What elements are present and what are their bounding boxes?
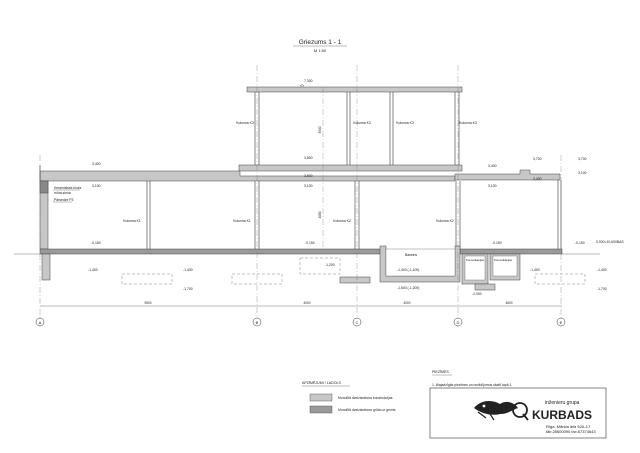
elev-floor-d: -0,150 bbox=[492, 241, 502, 245]
elev-found1: -1,400 bbox=[88, 268, 98, 272]
elev-roof-left-under: 3,100 bbox=[92, 184, 101, 188]
label-ceramic: Keramiskais bloks bbox=[54, 186, 82, 190]
company-address: Rīga, Mārsta iela 52A-17 bbox=[546, 424, 591, 429]
legend-label-2: Monolītā dzelzsbetona grīda uz grunts bbox=[338, 408, 396, 412]
legend-label-1: Monolītā dzelzsbetona konstrukcijas bbox=[338, 396, 393, 400]
label-k1-2: Kolonna K1 bbox=[233, 219, 251, 223]
axis-bubble-e bbox=[556, 317, 566, 327]
elev-found-e: -1,400 bbox=[597, 268, 607, 272]
elev-mid2: 3,500 bbox=[304, 174, 313, 178]
dim-ab: 9500 bbox=[144, 301, 151, 305]
company-phone: tālr.28600090 fax.67374643 bbox=[546, 429, 596, 434]
legend-swatch-2 bbox=[309, 405, 333, 414]
footing-k2 bbox=[339, 276, 371, 284]
label-k2-2: Kolonna K2 bbox=[436, 219, 454, 223]
label-k1-1: Kolonna K1 bbox=[123, 219, 141, 223]
axis-label-d: D bbox=[457, 320, 460, 325]
elev-found2: -1,400 bbox=[183, 268, 193, 272]
label-komunik-1: Komunikācijas bbox=[466, 258, 485, 262]
elev-right2: 3,100 bbox=[488, 184, 497, 188]
axis-bubble-a bbox=[35, 317, 45, 327]
label-k3-2: Kolonna K3 bbox=[353, 121, 371, 125]
elev-zero: 0,000=10,600BAS bbox=[596, 240, 624, 244]
legend-swatch-1 bbox=[309, 393, 333, 402]
notes-title: PIEZĪMES bbox=[432, 370, 449, 374]
kurbads-logo-icon bbox=[474, 400, 529, 421]
foundation-wall-left bbox=[41, 253, 51, 281]
elevation-marks: 7,300 3,400 3,100 3,800 3,500 3,100 3,40… bbox=[88, 79, 624, 296]
elev-far1: 3,700 bbox=[578, 157, 587, 161]
elev-right1: 3,400 bbox=[488, 164, 497, 168]
pool-footing bbox=[474, 283, 496, 291]
note-1: 1. Wajadzīgās piezīmes un norādījumus sk… bbox=[432, 383, 512, 387]
elev-right3: 3,700 bbox=[533, 157, 542, 161]
company-line1: inženieru grupa bbox=[545, 400, 580, 406]
elev-pool3: -2,000 bbox=[472, 292, 482, 296]
elev-floor-mid: -0,150 bbox=[305, 241, 315, 245]
drawing-title: Griezums 1 - 1 bbox=[299, 39, 342, 46]
elev-far2: 3,100 bbox=[578, 171, 587, 175]
label-lintel: Pārsedze P3 bbox=[54, 198, 74, 202]
dim-bc: 4000 bbox=[303, 301, 310, 305]
axis-label-a: A bbox=[39, 320, 42, 325]
elev-found-d: -1,400 bbox=[530, 268, 540, 272]
elev-floor-left: -0,150 bbox=[91, 241, 101, 245]
label-pool: Baseins bbox=[405, 253, 417, 257]
pool-basin bbox=[385, 248, 456, 277]
elev-right4: 3,400 bbox=[533, 177, 542, 181]
axis-grid: A B C D E bbox=[35, 65, 566, 327]
vertical-dim-1: 3900 bbox=[318, 126, 322, 133]
axis-label-b: B bbox=[256, 320, 259, 325]
lintel-block bbox=[39, 180, 49, 194]
label-k3-1: Kolonna K3 bbox=[236, 121, 254, 125]
axis-label-c: C bbox=[356, 320, 359, 325]
vertical-dim-2: 4080 bbox=[318, 211, 322, 218]
ground-slab-left bbox=[39, 248, 386, 255]
mid-slab bbox=[238, 164, 463, 172]
elev-mid1: 3,800 bbox=[304, 156, 313, 160]
elev-roof-left: 3,400 bbox=[92, 162, 101, 166]
axis-bubble-b bbox=[252, 317, 262, 327]
elev-floor-e: -0,150 bbox=[575, 241, 585, 245]
drawing-scale: M 1:50 bbox=[314, 48, 327, 53]
elev-pool2: -1,600 (-1,200) bbox=[397, 286, 419, 290]
label-k2-1: Kolonna K2 bbox=[333, 219, 351, 223]
elev-base-e: -1,700 bbox=[597, 287, 607, 291]
footing-e bbox=[534, 273, 586, 285]
label-k3-3: Kolonna K3 bbox=[396, 121, 414, 125]
dim-cd: 4000 bbox=[403, 301, 410, 305]
pit bbox=[299, 257, 341, 275]
right-roof-slab bbox=[454, 169, 561, 181]
upper-roof-slab bbox=[246, 86, 463, 93]
label-komunik-2: Komunikācijas bbox=[494, 258, 513, 262]
elev-top: 7,300 bbox=[304, 79, 313, 83]
elev-mid3: 3,100 bbox=[304, 184, 313, 188]
elev-pool1: -1,400 (-1,100) bbox=[397, 268, 419, 272]
ground-slab-right bbox=[459, 248, 563, 255]
elev-pit: -1,200 bbox=[325, 263, 335, 267]
label-k3-4: Kolonna K3 bbox=[459, 121, 477, 125]
title-block bbox=[429, 387, 607, 439]
company-name: KURBADS bbox=[532, 408, 592, 422]
label-wall: mūra siena bbox=[54, 191, 71, 195]
legend-title: APZĪMĒJUMI / LADOLS bbox=[302, 381, 342, 385]
axis-bubble-d bbox=[453, 317, 463, 327]
axis-bubble-c bbox=[352, 317, 362, 327]
main-roof-slab bbox=[39, 170, 456, 182]
elev-base1: -1,700 bbox=[183, 287, 193, 291]
dim-de: 4600 bbox=[505, 301, 512, 305]
axis-label-e: E bbox=[560, 320, 563, 325]
footing-k1 bbox=[121, 273, 173, 285]
